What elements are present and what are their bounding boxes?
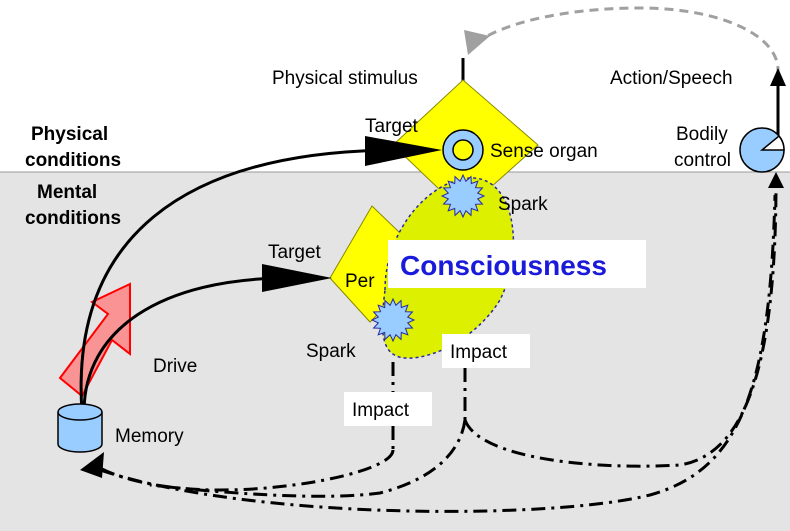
memory-to-perception-arrow [82,276,291,413]
feedback-loop-arrow [477,6,780,90]
physical-stimulus-label: Physical stimulus [272,68,418,89]
impact-right-label: Impact [450,342,508,363]
consciousness-label: Consciousness [400,250,607,281]
bodily-control-label-2: control [674,150,731,171]
spark-top-label: Spark [498,194,548,215]
starburst-icon [440,173,486,219]
impact-flow-right-to-memory [149,419,467,498]
perception-label: Per [345,271,375,292]
physical-conditions-label-1: Physical [31,124,108,145]
memory-to-sense-arrow [79,148,401,413]
impact-right-box [442,334,530,368]
target-mid-label: Target [268,242,322,263]
control-arrowhead [768,172,784,188]
impact-flow-right-to-control [463,189,778,468]
bodily-control-label-1: Bodily [676,124,728,145]
impact-left-label: Impact [352,400,410,421]
action-arrowhead [770,68,786,86]
memory-arrowhead [80,452,104,478]
mental-conditions-label-2: conditions [25,208,121,229]
starburst-icon [370,297,416,343]
pie-icon [739,127,785,173]
impact-flow-left [94,449,395,492]
mental-conditions-label-1: Mental [37,182,97,203]
memory-label: Memory [115,426,184,447]
impact-left-box [344,392,432,426]
sense-target-arrowhead [365,136,442,166]
cylinder-icon [57,403,103,453]
perception-target-arrowhead [262,264,332,292]
target-top-label: Target [365,116,419,137]
spark-bottom-label: Spark [306,341,356,362]
sense-organ-label: Sense organ [490,141,598,162]
consciousness-box [388,240,646,288]
feedback-arrowhead [464,30,490,55]
physical-conditions-label-2: conditions [25,150,121,171]
action-speech-label: Action/Speech [610,68,733,89]
ring-icon [442,129,484,171]
impact-flow-bottom-loop [99,194,777,513]
drive-label: Drive [153,356,197,377]
